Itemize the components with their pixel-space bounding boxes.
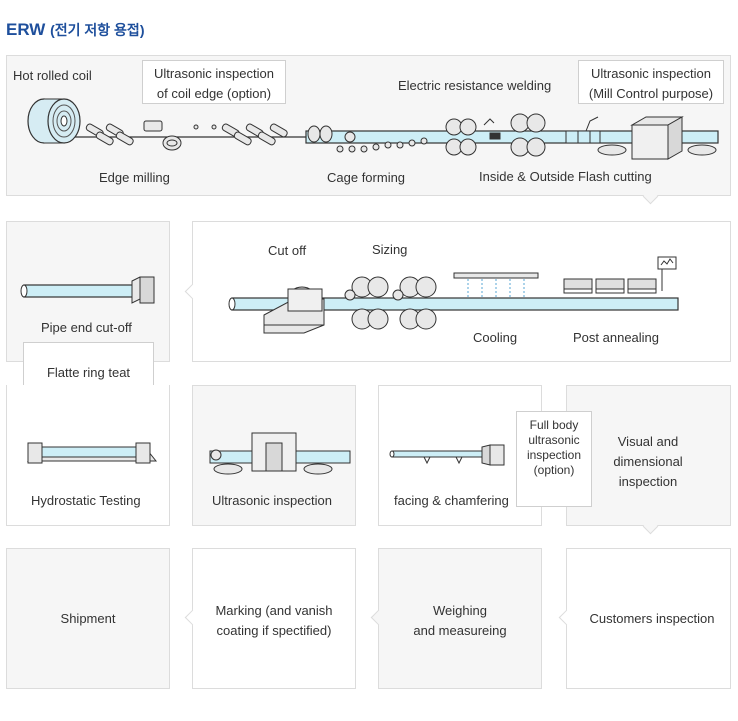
coil-icon: [27, 98, 81, 144]
label-ut-coil-edge: Ultrasonic inspection of coil edge (opti…: [142, 60, 286, 104]
label-hot-rolled-coil: Hot rolled coil: [13, 68, 92, 83]
title-sub: (전기 저항 용접): [50, 22, 145, 38]
shipment-panel: [6, 548, 170, 689]
label-cut-off: Cut off: [268, 243, 307, 258]
label-ut-mill-line1: Ultrasonic inspection: [591, 66, 711, 81]
label-ut-mill-line2: (Mill Control purpose): [588, 86, 714, 101]
label-visual: Visual and dimensional inspection: [592, 432, 704, 492]
label-edge-milling: Edge milling: [99, 170, 170, 185]
ut-sensor-icon: [565, 116, 601, 144]
label-hydrostatic: Hydrostatic Testing: [31, 493, 141, 508]
label-pipe-end-cutoff: Pipe end cut-off: [41, 320, 132, 335]
label-marking-line1: Marking (and vanish: [215, 603, 333, 618]
label-flash-cutting: Inside & Outside Flash cutting: [479, 169, 652, 184]
row1-process-illustration: [27, 98, 719, 160]
cage-forming-rollers-icon: [307, 125, 428, 153]
marking-panel: [192, 548, 356, 689]
label-full-body-line1: Full body: [529, 418, 579, 432]
hydrostatic-illustration: [26, 442, 158, 464]
page-title: ERW (전기 저항 용접): [6, 20, 144, 40]
label-full-body-ut: Full body ultrasonic inspection (option): [516, 411, 592, 507]
welding-rollers-icon: [445, 113, 546, 157]
label-ut-mill: Ultrasonic inspection (Mill Control purp…: [578, 60, 724, 104]
label-weighing: Weighing and measureing: [378, 601, 542, 641]
customers-panel: [566, 548, 731, 689]
ultrasonic-illustration: [209, 432, 351, 475]
label-cage-forming: Cage forming: [327, 170, 406, 185]
edge-milling-rollers-icon: [85, 120, 288, 151]
label-ut-coil-edge-line1: Ultrasonic inspection: [154, 66, 274, 81]
cutoff-saw-icon: [263, 286, 325, 334]
label-full-body-line3: inspection: [526, 448, 582, 462]
title-main: ERW: [6, 20, 46, 39]
label-visual-line3: inspection: [618, 474, 678, 489]
label-weighing-line1: Weighing: [433, 603, 487, 618]
annealing-furnace-icon: [563, 256, 677, 294]
label-visual-line1: Visual and: [617, 434, 679, 449]
label-electric-resistance-welding: Electric resistance welding: [398, 78, 552, 93]
label-marking-line2: coating if spectified): [216, 623, 332, 638]
label-shipment: Shipment: [60, 611, 116, 626]
label-full-body-line4: (option): [533, 463, 575, 477]
cooling-spray-icon: [453, 272, 539, 297]
label-facing: facing & chamfering: [394, 493, 509, 508]
label-ultrasonic: Ultrasonic inspection: [212, 493, 332, 508]
label-full-body-line2: ultrasonic: [528, 433, 580, 447]
ut-housing-icon: [597, 116, 717, 160]
label-flatte-ring-test-text: Flatte ring teat: [46, 365, 131, 380]
sizing-rollers-icon: [344, 276, 437, 330]
weighing-panel: [378, 548, 542, 689]
label-customers: Customers inspection: [589, 611, 715, 626]
label-marking: Marking (and vanish coating if spectifie…: [192, 601, 356, 641]
label-post-annealing: Post annealing: [573, 330, 660, 345]
label-visual-line2: dimensional: [613, 454, 683, 469]
facing-illustration: [389, 444, 505, 466]
label-ut-coil-edge-line2: of coil edge (option): [156, 86, 272, 101]
visual-panel: [566, 385, 731, 526]
label-cooling: Cooling: [473, 330, 518, 345]
pipe-end-cutoff-illustration: [20, 276, 155, 304]
row2-process-illustration: [228, 256, 679, 334]
label-weighing-line2: and measureing: [413, 623, 507, 638]
label-sizing: Sizing: [372, 242, 408, 257]
